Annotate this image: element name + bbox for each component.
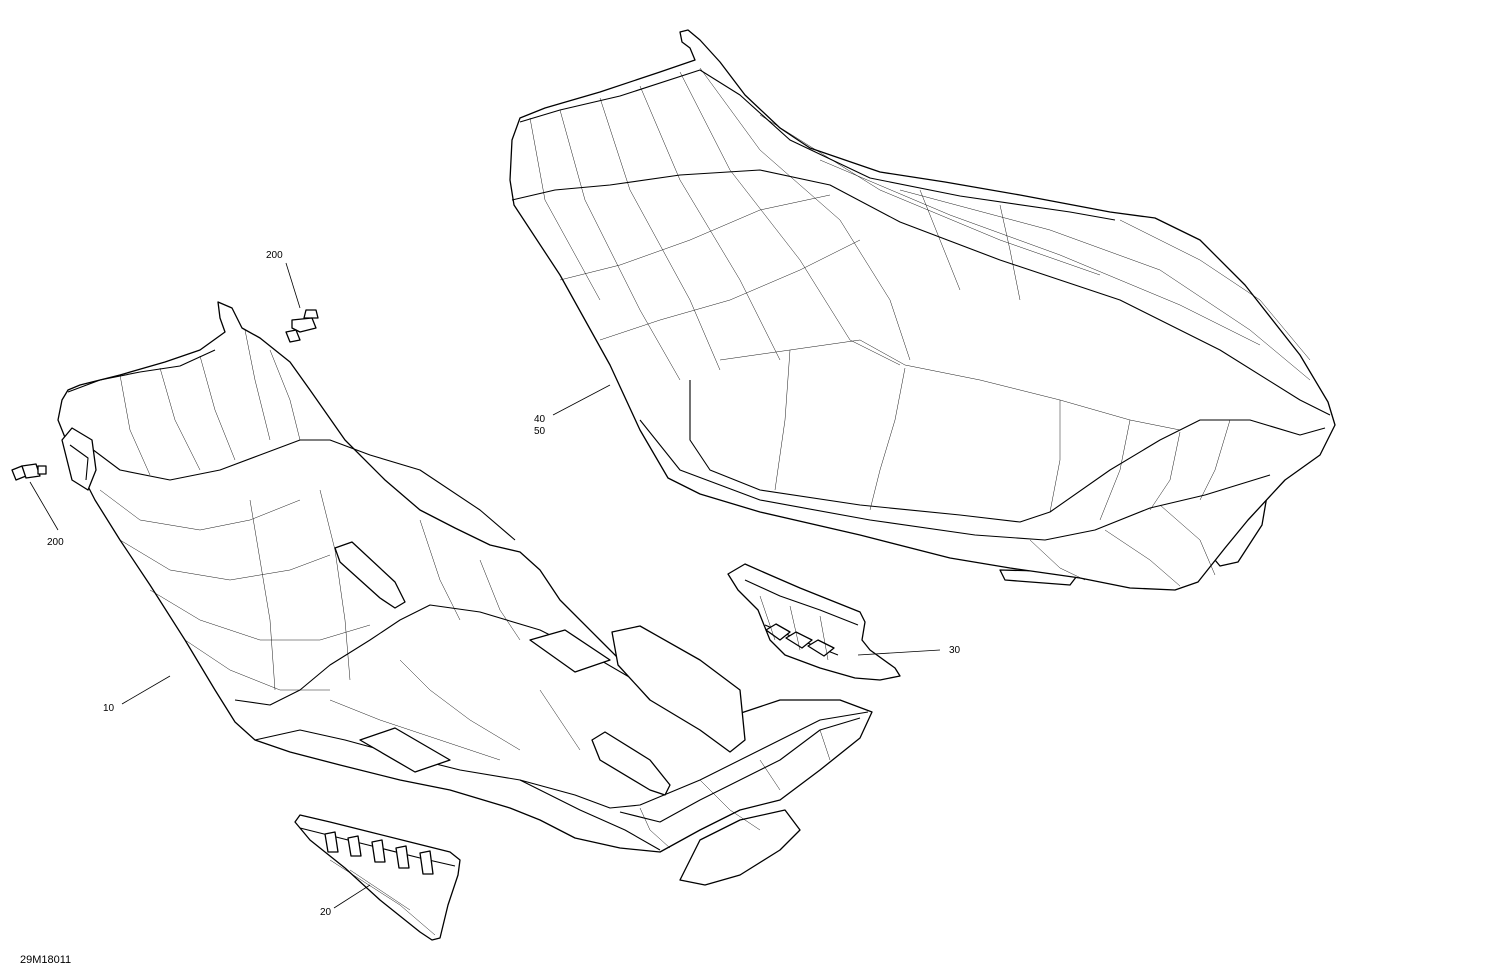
rear-seat [509, 29, 1336, 591]
fastener-top-tip [285, 329, 301, 343]
callout-labels: 200 200 10 20 30 40 50 [47, 250, 961, 918]
rear-seat-lower-edge [639, 419, 1271, 541]
fastener-top-head [303, 309, 319, 319]
fastener-top-body [291, 317, 317, 333]
rear-seat-insert-outline [727, 563, 901, 681]
front-seat-front-slot [591, 731, 671, 796]
front-seat-insert-tooth-4 [395, 845, 410, 869]
callout-rear-seat-line2: 50 [534, 426, 546, 437]
front-seat-side-slot [334, 541, 406, 609]
front-seat-pad-upper [529, 629, 611, 673]
front-seat-nose-edge [519, 779, 661, 851]
fastener-left [11, 463, 47, 481]
fastener-top [285, 309, 319, 343]
leader-lines [29, 262, 941, 909]
front-seat-pad-lower [359, 727, 451, 773]
front-seat-surface-edge [234, 604, 721, 721]
front-seat-insert-outline [294, 814, 461, 941]
leader-rear-seat-insert [857, 649, 941, 656]
leader-fastener-top [285, 262, 301, 309]
callout-fastener-top: 200 [266, 250, 283, 261]
fastener-left-head [37, 465, 47, 475]
rear-seat-insert-clip-1 [765, 623, 791, 641]
rear-seat-contours [529, 67, 1311, 587]
front-seat-back-rim [67, 349, 216, 393]
front-seat-insert-tooth-1 [324, 831, 339, 853]
front-seat [57, 301, 873, 886]
front-seat-insert-tooth-3 [371, 839, 386, 863]
fastener-left-body [21, 463, 41, 479]
front-seat-left-bracket [61, 427, 97, 491]
callout-fastener-left: 200 [47, 537, 64, 548]
leader-rear-seat [552, 384, 611, 416]
callout-rear-seat-line1: 40 [534, 414, 546, 425]
rear-seat-insert-clip-3 [807, 639, 835, 657]
front-seat-insert-tooth-5 [419, 850, 434, 875]
front-seat-side-wall [611, 625, 746, 753]
front-seat-left-bracket-detail [69, 444, 89, 481]
rear-seat-insert [727, 563, 901, 681]
rear-seat-insert-ridge [744, 579, 859, 626]
front-seat-outline [57, 301, 873, 853]
front-seat-contours [99, 329, 831, 849]
rear-seat-top-ridge [519, 69, 1116, 221]
front-seat-insert [294, 814, 461, 941]
callout-front-seat-insert: 20 [320, 907, 332, 918]
rear-seat-insert-clip-2 [785, 631, 813, 649]
rear-seat-outline [509, 29, 1336, 591]
leader-front-seat-insert [333, 884, 371, 909]
callout-front-seat: 10 [103, 703, 115, 714]
front-seat-front-edge [254, 711, 869, 809]
drawing-id: 29M18011 [20, 954, 72, 966]
rear-seat-surface-edge [689, 380, 1326, 523]
leader-front-seat [121, 675, 171, 705]
front-seat-underside [679, 809, 801, 886]
leader-fastener-left [29, 481, 59, 531]
rear-seat-shoulder-line [511, 169, 1331, 416]
callout-rear-seat-insert: 30 [949, 645, 961, 656]
front-seat-insert-tooth-2 [347, 835, 362, 857]
